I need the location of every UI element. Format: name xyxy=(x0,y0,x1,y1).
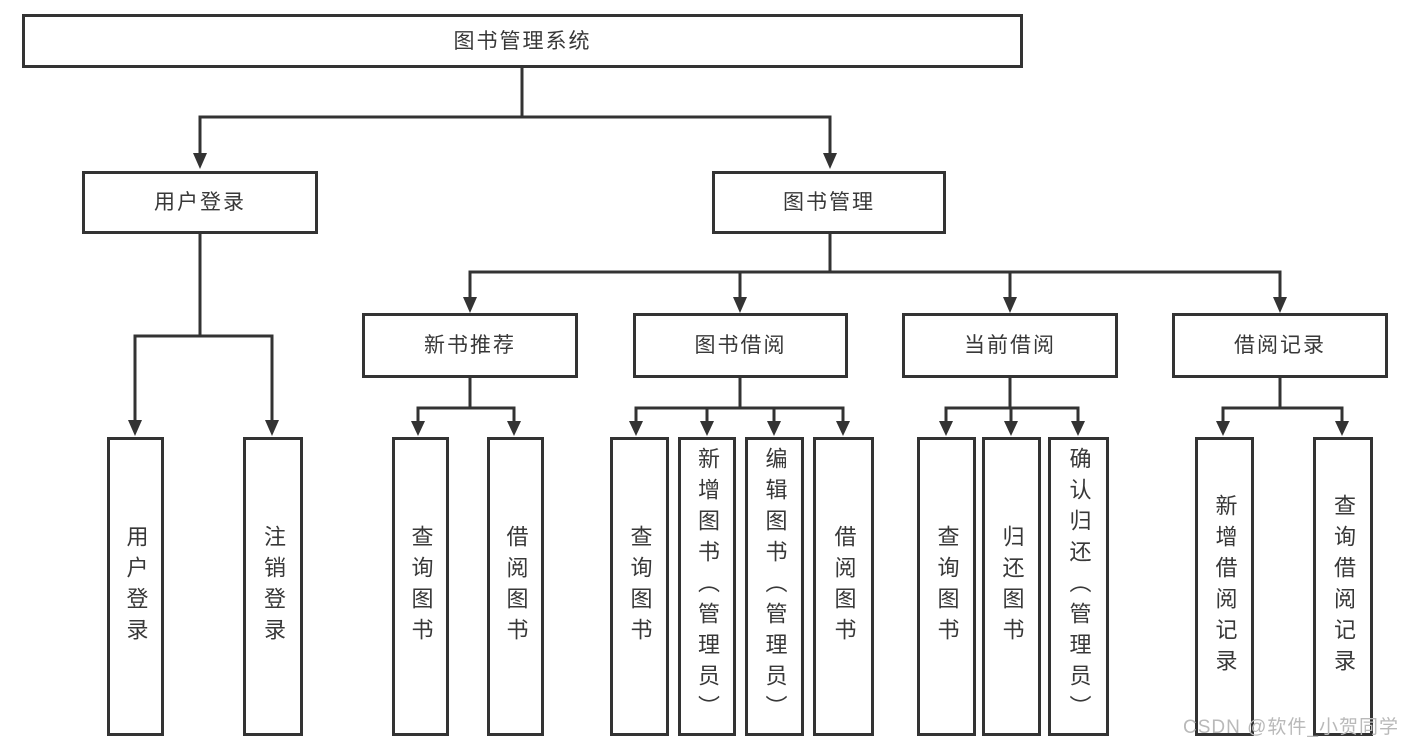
leaf-query-borrow-record: 查询借阅记录 xyxy=(1313,437,1373,736)
node-book-borrowing: 图书借阅 xyxy=(633,313,848,378)
leaf-borrow-books-recommend: 借阅图书 xyxy=(487,437,544,736)
node-label: 注销登录 xyxy=(261,524,286,649)
leaf-add-borrow-record: 新增借阅记录 xyxy=(1195,437,1254,736)
node-label: 图书管理 xyxy=(783,191,875,214)
node-borrowing-records: 借阅记录 xyxy=(1172,313,1388,378)
node-label: 借阅图书 xyxy=(503,524,529,649)
node-library-system: 图书管理系统 xyxy=(22,14,1023,68)
node-label: 当前借阅 xyxy=(964,334,1056,357)
node-label: 查询图书 xyxy=(627,524,653,649)
node-label: 图书借阅 xyxy=(694,334,787,357)
leaf-return-book: 归还图书 xyxy=(982,437,1041,736)
leaf-logout: 注销登录 xyxy=(243,437,303,736)
csdn-watermark: CSDN @软件_小贺同学 xyxy=(1183,717,1399,738)
node-new-book-recommend: 新书推荐 xyxy=(362,313,578,378)
node-label: 新增图书（管理员） xyxy=(695,447,720,726)
node-user-login: 用户登录 xyxy=(82,171,318,234)
node-label: 用户登录 xyxy=(123,524,149,649)
node-label: 查询图书 xyxy=(934,524,960,649)
node-label: 查询图书 xyxy=(408,524,434,649)
node-label: 借阅图书 xyxy=(831,524,857,649)
node-label: 用户登录 xyxy=(154,191,246,214)
node-label: 新书推荐 xyxy=(424,334,516,357)
leaf-query-books-recommend: 查询图书 xyxy=(392,437,449,736)
leaf-confirm-return-admin: 确认归还（管理员） xyxy=(1048,437,1109,736)
node-label: 归还图书 xyxy=(999,524,1025,649)
leaf-user-login: 用户登录 xyxy=(107,437,164,736)
node-label: 确认归还（管理员） xyxy=(1066,447,1092,726)
node-book-management: 图书管理 xyxy=(712,171,946,234)
node-label: 借阅记录 xyxy=(1234,334,1326,357)
node-current-borrowing: 当前借阅 xyxy=(902,313,1118,378)
leaf-borrow-books-borrowing: 借阅图书 xyxy=(813,437,874,736)
node-label: 新增借阅记录 xyxy=(1212,493,1238,680)
leaf-query-books-current: 查询图书 xyxy=(917,437,976,736)
leaf-edit-book-admin: 编辑图书（管理员） xyxy=(745,437,804,736)
node-label: 查询借阅记录 xyxy=(1331,493,1356,680)
node-label: 图书管理系统 xyxy=(453,29,592,53)
leaf-query-books-borrowing: 查询图书 xyxy=(610,437,669,736)
node-label: 编辑图书（管理员） xyxy=(762,447,788,726)
leaf-add-book-admin: 新增图书（管理员） xyxy=(678,437,736,736)
